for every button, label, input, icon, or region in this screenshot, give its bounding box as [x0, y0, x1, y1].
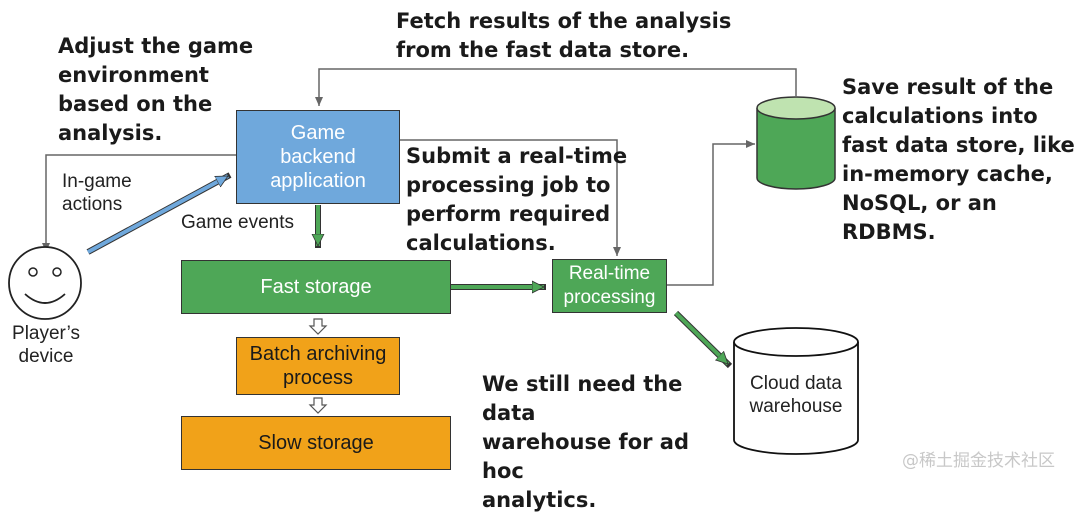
game-events-label: Game events: [181, 212, 294, 233]
player-face-icon: [8, 246, 82, 320]
slow-storage-box: Slow storage: [181, 416, 451, 470]
fetch-note: Fetch results of the analysis from the f…: [396, 9, 732, 62]
realtime-processing-box: Real-time processing: [552, 259, 667, 313]
player-device-label: Player’s device: [12, 323, 80, 367]
warehouse-note: We still need the data warehouse for ad …: [482, 372, 689, 512]
batch-to-slow-arrow: [308, 397, 328, 414]
in-game-actions-label: In-game actions: [62, 171, 132, 215]
fast-data-store-cylinder: [756, 96, 836, 190]
watermark: @稀土掘金技术社区: [902, 451, 1055, 471]
submit-job-arrow: [400, 139, 621, 256]
cloud-warehouse-cylinder: [733, 327, 859, 455]
cloud-warehouse-label: Cloud data warehouse: [749, 373, 843, 417]
save-note: Save result of the calculations into fas…: [842, 75, 1075, 244]
adjust-note: Adjust the game environment based on the…: [58, 34, 254, 145]
fast-to-batch-arrow: [308, 318, 328, 335]
fast-storage-box: Fast storage: [181, 260, 451, 314]
diagram-canvas: [8, 68, 859, 455]
fetch-results-arrow: [315, 68, 797, 106]
batch-archiving-box: Batch archiving process: [236, 337, 400, 395]
adjust-environment-arrow: [42, 154, 236, 252]
save-results-arrow: [667, 140, 755, 286]
game-backend-box: Game backend application: [236, 110, 400, 204]
submit-note: Submit a real-time processing job to per…: [406, 144, 628, 255]
